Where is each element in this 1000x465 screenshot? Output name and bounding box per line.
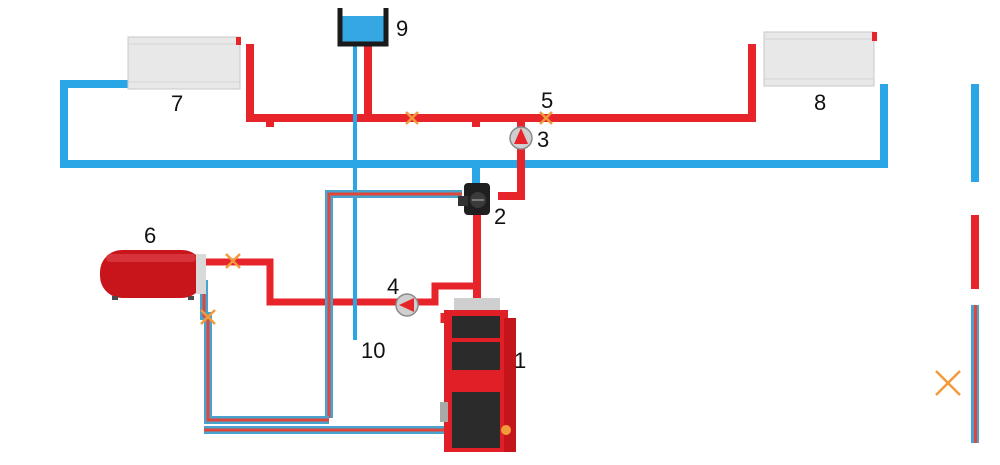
label-radiator-right: 8 xyxy=(814,90,826,115)
valve-icon xyxy=(935,370,961,396)
legend xyxy=(935,84,979,443)
valve-icon[interactable] xyxy=(200,309,216,325)
boiler[interactable] xyxy=(440,298,516,452)
label-valve: 5 xyxy=(541,88,553,113)
pump-boiler-loop[interactable] xyxy=(395,293,419,317)
radiator-left[interactable] xyxy=(127,36,241,90)
three-way-valve[interactable] xyxy=(458,183,490,215)
return-pipes xyxy=(60,80,888,186)
supply-main-pipe xyxy=(246,44,756,122)
label-boiler: 1 xyxy=(514,348,526,373)
valves xyxy=(200,111,553,325)
supply-pipe xyxy=(971,215,979,289)
label-three-way-valve: 2 xyxy=(494,204,506,229)
mixed-pipe xyxy=(971,305,979,443)
label-water-heater: 6 xyxy=(144,223,156,248)
labels: 1 2 3 4 5 6 7 8 9 10 xyxy=(144,16,826,373)
label-pump-heating: 3 xyxy=(537,127,549,152)
valve-icon[interactable] xyxy=(539,111,553,125)
mixed-pipes xyxy=(200,190,462,434)
expansion-tank[interactable] xyxy=(337,8,389,47)
valve-icon[interactable] xyxy=(405,111,419,125)
valve-icon[interactable] xyxy=(225,253,241,269)
label-expansion-tank: 9 xyxy=(396,16,408,41)
water-heater[interactable] xyxy=(100,250,206,300)
label-radiator-left: 7 xyxy=(171,91,183,116)
return-pipe xyxy=(971,84,979,182)
boiler-loop-pipe xyxy=(205,258,477,306)
pump-heating[interactable] xyxy=(509,126,533,150)
radiator-right[interactable] xyxy=(763,31,877,87)
label-pump-boiler-loop: 4 xyxy=(387,274,399,299)
return-main-pipe xyxy=(60,80,888,168)
label-expansion-pipe: 10 xyxy=(361,338,385,363)
